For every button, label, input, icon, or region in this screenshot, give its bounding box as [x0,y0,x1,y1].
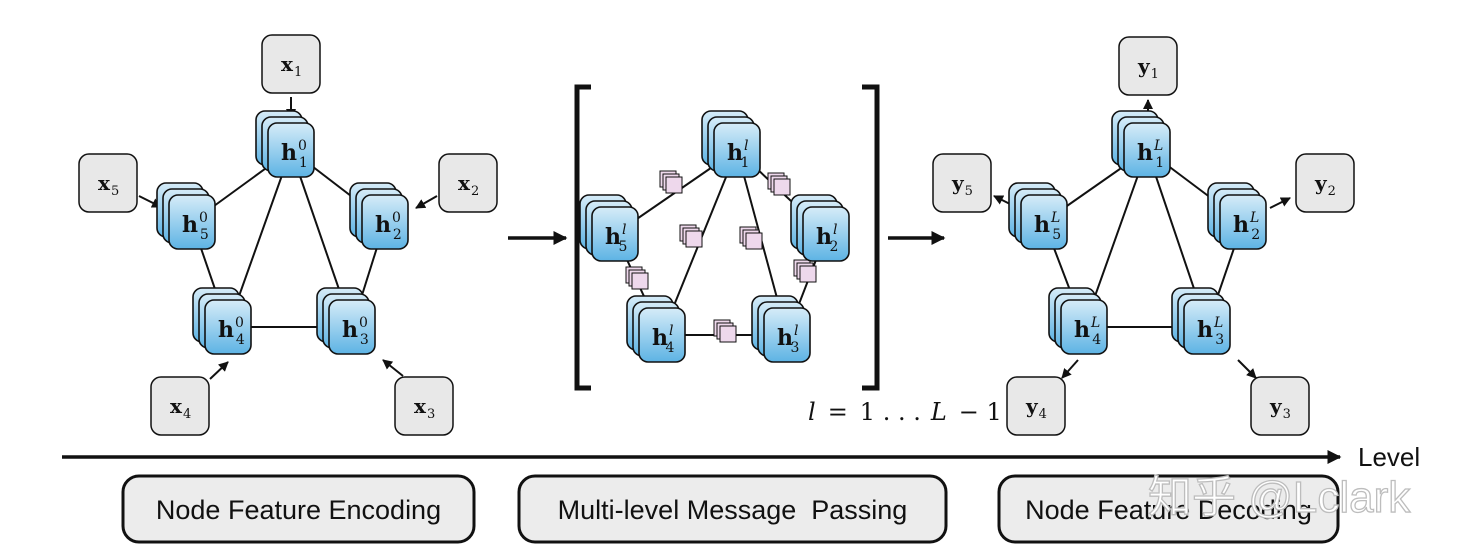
svg-text:y2: y2 [1314,171,1336,199]
right-bracket [862,84,880,391]
level-axis-label: Level [1358,442,1420,472]
message-stacks [625,170,817,343]
message-stack-icon [625,266,649,290]
io-boxes: x1 x2 x3 x4 x5 y1 y2 y3 y4 y5 [78,34,1355,436]
layer-range: l = 1 . . . L − 1 [808,398,1002,426]
output-box-4: y4 [1006,376,1066,436]
stage-message-passing: Multi-level Message Passing [517,474,948,544]
svg-text:x3: x3 [414,394,435,422]
output-box-5: y5 [932,153,992,213]
output-arrow [1061,359,1079,379]
svg-text:y3: y3 [1269,394,1291,422]
watermark: 知乎 @Lclark [1148,473,1411,522]
svg-text:x5: x5 [98,171,119,199]
svg-text:x4: x4 [170,394,191,422]
output-arrow [1237,359,1257,379]
message-stack-icon [739,226,763,250]
message-stack-icon [767,172,791,196]
stage-encoding: Node Feature Encoding [121,474,476,544]
input-arrow [415,195,438,209]
message-stack-icon [659,170,683,194]
svg-text:Multi-level Message Passing: Multi-level Message Passing [558,495,908,525]
input-arrow [209,361,229,380]
svg-text:y5: y5 [951,171,973,199]
input-box-1: x1 [261,34,321,94]
svg-text:x2: x2 [458,171,479,199]
message-stack-icon [713,319,737,343]
input-box-3: x3 [394,376,454,436]
input-box-4: x4 [150,376,210,436]
input-arrow [382,359,404,377]
svg-text:Node Feature Decoding: Node Feature Decoding [1025,495,1312,525]
stage-decoding: Node Feature Decoding [997,474,1340,544]
output-box-3: y3 [1250,376,1310,436]
input-box-5: x5 [78,153,138,213]
message-stack-icon [679,224,703,248]
svg-text:x1: x1 [281,52,302,80]
svg-text:y1: y1 [1137,54,1159,82]
left-bracket [574,84,591,391]
output-box-2: y2 [1295,153,1355,213]
svg-text:Node Feature Encoding: Node Feature Encoding [156,495,441,525]
output-arrow [1269,197,1291,209]
input-box-2: x2 [438,153,498,213]
message-stack-icon [793,259,817,283]
output-box-1: y1 [1118,36,1178,96]
svg-text:y4: y4 [1025,394,1047,422]
